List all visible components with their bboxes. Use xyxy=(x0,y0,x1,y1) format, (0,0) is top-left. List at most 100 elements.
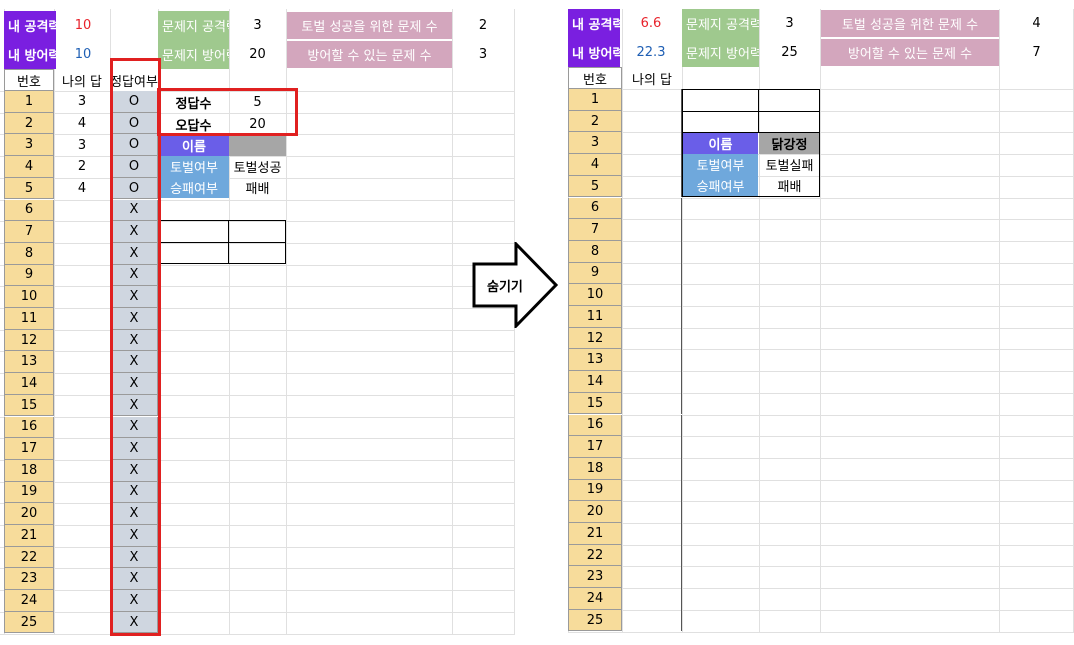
row-number[interactable]: 25 xyxy=(568,609,622,632)
subdue-status-value[interactable]: 토벌성공 xyxy=(233,161,282,176)
my-answer-cell[interactable]: 4 xyxy=(77,116,87,132)
row-number[interactable]: 5 xyxy=(4,177,54,200)
my-answer-cell[interactable] xyxy=(622,110,682,133)
my-answer-cell[interactable] xyxy=(622,414,682,437)
name-value[interactable]: 닭강정 xyxy=(759,133,820,154)
my-defense-value[interactable]: 10 xyxy=(74,47,92,62)
my-answer-cell[interactable] xyxy=(622,154,682,176)
my-answer-cell[interactable]: 3 xyxy=(77,94,87,110)
my-answer-cell[interactable] xyxy=(54,503,110,525)
my-answer-cell[interactable] xyxy=(622,349,682,372)
problem-defense-label[interactable]: 문제지 방어력 xyxy=(158,40,229,69)
row-number[interactable]: 5 xyxy=(568,175,622,198)
row-number[interactable]: 4 xyxy=(4,156,54,178)
my-defense-value[interactable]: 22.3 xyxy=(636,45,666,60)
row-number[interactable]: 7 xyxy=(568,219,622,241)
row-number[interactable]: 12 xyxy=(4,329,54,352)
subdue-status-label[interactable]: 토벌여부 xyxy=(159,156,229,177)
row-number[interactable]: 18 xyxy=(568,457,622,480)
my-answer-cell[interactable] xyxy=(622,523,682,545)
row-number[interactable]: 17 xyxy=(568,436,622,458)
my-answer-cell[interactable] xyxy=(622,240,682,263)
column-header-correct[interactable]: 정답여부 xyxy=(110,74,158,90)
my-answer-cell[interactable] xyxy=(54,330,110,352)
subdue-needed-label[interactable]: 토벌 성공을 위한 문제 수 xyxy=(821,10,999,37)
my-answer-cell[interactable] xyxy=(622,284,682,306)
name-label[interactable]: 이름 xyxy=(683,133,758,154)
my-answer-cell[interactable] xyxy=(54,373,110,395)
problem-attack-value[interactable]: 3 xyxy=(785,16,794,31)
row-number[interactable]: 10 xyxy=(568,284,622,306)
row-number[interactable]: 3 xyxy=(568,132,622,155)
row-number[interactable]: 14 xyxy=(4,373,54,395)
problem-defense-label[interactable]: 문제지 방어력 xyxy=(682,38,759,67)
correct-count-label[interactable]: 정답수 xyxy=(175,96,212,112)
row-number[interactable]: 15 xyxy=(4,394,54,417)
row-number[interactable]: 1 xyxy=(4,91,54,113)
row-number[interactable]: 21 xyxy=(4,525,54,547)
row-number[interactable]: 6 xyxy=(4,199,54,222)
row-number[interactable]: 3 xyxy=(4,134,54,157)
problem-attack-label[interactable]: 문제지 공격력 xyxy=(158,11,229,40)
win-status-value[interactable]: 패배 xyxy=(245,182,270,197)
my-answer-cell[interactable] xyxy=(54,351,110,373)
subdue-status-value[interactable]: 토벌실패 xyxy=(765,159,814,174)
column-header-number[interactable]: 번호 xyxy=(568,67,622,89)
my-answer-cell[interactable] xyxy=(54,221,110,243)
row-number[interactable]: 10 xyxy=(4,286,54,308)
my-defense-label[interactable]: 내 방어력 xyxy=(4,40,56,69)
row-number[interactable]: 9 xyxy=(568,262,622,285)
row-number[interactable]: 8 xyxy=(4,242,54,265)
my-answer-cell[interactable] xyxy=(622,306,682,328)
defendable-label[interactable]: 방어할 수 있는 문제 수 xyxy=(287,41,452,68)
row-number[interactable]: 2 xyxy=(568,110,622,133)
row-number[interactable]: 6 xyxy=(568,197,622,220)
my-answer-cell[interactable]: 2 xyxy=(77,159,87,175)
row-number[interactable]: 22 xyxy=(568,544,622,567)
column-header-my-answer[interactable]: 나의 답 xyxy=(61,74,102,90)
my-answer-cell[interactable] xyxy=(54,395,110,417)
my-answer-cell[interactable] xyxy=(54,438,110,460)
problem-attack-label[interactable]: 문제지 공격력 xyxy=(682,9,759,38)
my-answer-cell[interactable] xyxy=(622,588,682,610)
defendable-value[interactable]: 3 xyxy=(478,47,488,62)
my-answer-cell[interactable] xyxy=(54,200,110,222)
name-label[interactable]: 이름 xyxy=(159,135,229,156)
row-number[interactable]: 20 xyxy=(4,503,54,525)
my-answer-cell[interactable] xyxy=(622,219,682,241)
correct-count-value[interactable]: 5 xyxy=(253,94,262,110)
my-defense-label[interactable]: 내 방어력 xyxy=(568,38,620,67)
subdue-status-label[interactable]: 토벌여부 xyxy=(683,154,758,175)
column-header-number[interactable]: 번호 xyxy=(4,69,54,91)
my-answer-cell[interactable] xyxy=(622,89,682,111)
row-number[interactable]: 16 xyxy=(4,416,54,439)
my-answer-cell[interactable] xyxy=(622,132,682,155)
my-answer-cell[interactable]: 4 xyxy=(77,181,87,197)
my-answer-cell[interactable] xyxy=(622,436,682,458)
my-answer-cell[interactable] xyxy=(54,243,110,265)
my-answer-cell[interactable] xyxy=(54,482,110,504)
my-answer-cell[interactable] xyxy=(622,392,682,415)
row-number[interactable]: 1 xyxy=(568,89,622,111)
wrong-count-label[interactable]: 오답수 xyxy=(175,118,212,134)
my-answer-cell[interactable] xyxy=(54,547,110,569)
my-answer-cell[interactable] xyxy=(54,525,110,547)
my-answer-cell[interactable] xyxy=(54,590,110,612)
row-number[interactable]: 15 xyxy=(568,392,622,415)
subdue-needed-value[interactable]: 4 xyxy=(1032,16,1041,31)
my-answer-cell[interactable] xyxy=(622,175,682,198)
problem-attack-value[interactable]: 3 xyxy=(253,18,262,33)
row-number[interactable]: 4 xyxy=(568,154,622,176)
subdue-needed-label[interactable]: 토벌 성공을 위한 문제 수 xyxy=(287,12,452,39)
row-number[interactable]: 2 xyxy=(4,112,54,135)
my-answer-cell[interactable] xyxy=(622,197,682,220)
my-answer-cell[interactable] xyxy=(622,457,682,480)
row-number[interactable]: 24 xyxy=(568,588,622,610)
my-answer-cell[interactable]: 3 xyxy=(77,137,87,153)
row-number[interactable]: 20 xyxy=(568,501,622,523)
wrong-count-value[interactable]: 20 xyxy=(249,116,266,132)
row-number[interactable]: 13 xyxy=(568,349,622,372)
win-status-value[interactable]: 패배 xyxy=(777,180,802,195)
row-number[interactable]: 22 xyxy=(4,546,54,569)
my-answer-cell[interactable] xyxy=(54,265,110,287)
